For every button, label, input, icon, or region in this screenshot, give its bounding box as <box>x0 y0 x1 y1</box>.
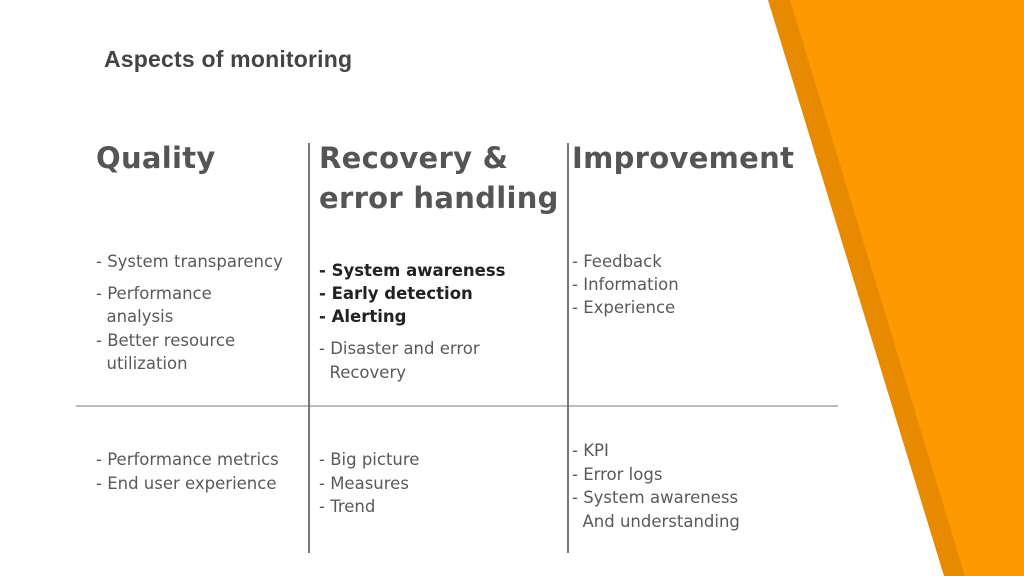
horizontal-divider <box>76 405 838 407</box>
quality-top-item: utilization <box>96 354 188 373</box>
recovery-top-bold-item: - Alerting <box>319 307 407 326</box>
recovery-top-bold-item: - Early detection <box>319 284 473 303</box>
quality-heading: Quality <box>96 141 216 175</box>
improvement-top-item: - Information <box>572 275 679 294</box>
improvement-bottom-item: - System awareness <box>572 488 739 507</box>
vertical-divider-1 <box>308 143 310 553</box>
quality-bottom-item: - Performance metrics <box>96 450 279 469</box>
accent-shape <box>790 0 1024 576</box>
recovery-bottom-item: - Trend <box>319 497 376 516</box>
quality-top-item: - Better resource <box>96 331 236 350</box>
quality-top-item: analysis <box>96 307 174 326</box>
improvement-bottom-item: - Error logs <box>572 465 663 484</box>
recovery-top-item: - Disaster and error <box>319 339 480 358</box>
recovery-heading-line2: error handling <box>319 181 559 215</box>
quality-top-item: - System transparency <box>96 252 283 271</box>
recovery-bottom-item: - Big picture <box>319 450 420 469</box>
improvement-top-item: - Experience <box>572 298 676 317</box>
slide-title: Aspects of monitoring <box>104 46 353 72</box>
recovery-heading-line1: Recovery & <box>319 141 509 175</box>
recovery-top-bold-item: - System awareness <box>319 261 506 280</box>
recovery-top-item: Recovery <box>319 363 406 382</box>
improvement-bottom-item: And understanding <box>572 512 740 531</box>
improvement-bottom-item: - KPI <box>572 441 609 460</box>
quality-top-item: - Performance <box>96 284 212 303</box>
improvement-top-item: - Feedback <box>572 252 662 271</box>
recovery-bottom-item: - Measures <box>319 474 409 493</box>
improvement-heading: Improvement <box>572 141 795 175</box>
vertical-divider-2 <box>567 143 569 553</box>
quality-bottom-item: - End user experience <box>96 474 277 493</box>
